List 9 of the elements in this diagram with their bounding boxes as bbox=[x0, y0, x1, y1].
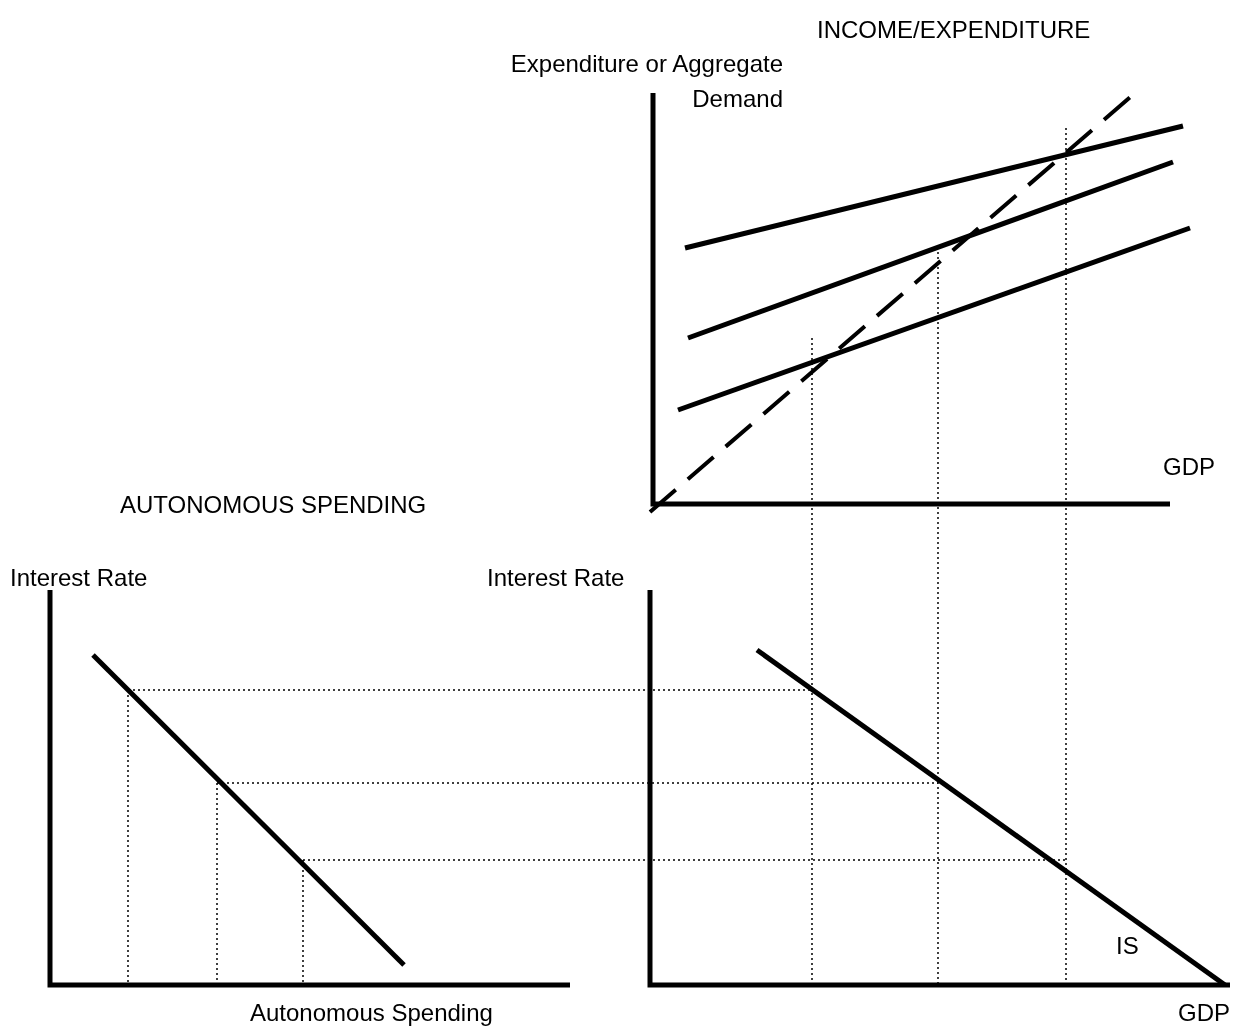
curve-label: IS bbox=[1116, 931, 1139, 961]
axis-label: GDP bbox=[1163, 452, 1215, 482]
axis-label: GDP bbox=[1178, 998, 1230, 1028]
panel-title: INCOME/EXPENDITURE bbox=[817, 15, 1091, 45]
axis-label: Interest Rate bbox=[10, 563, 148, 593]
axis-label: Interest Rate bbox=[487, 563, 625, 593]
axis-label: Expenditure or Aggregate Demand bbox=[509, 49, 783, 114]
axis-label: Autonomous Spending bbox=[250, 998, 493, 1028]
panel-title: AUTONOMOUS SPENDING bbox=[120, 490, 427, 520]
